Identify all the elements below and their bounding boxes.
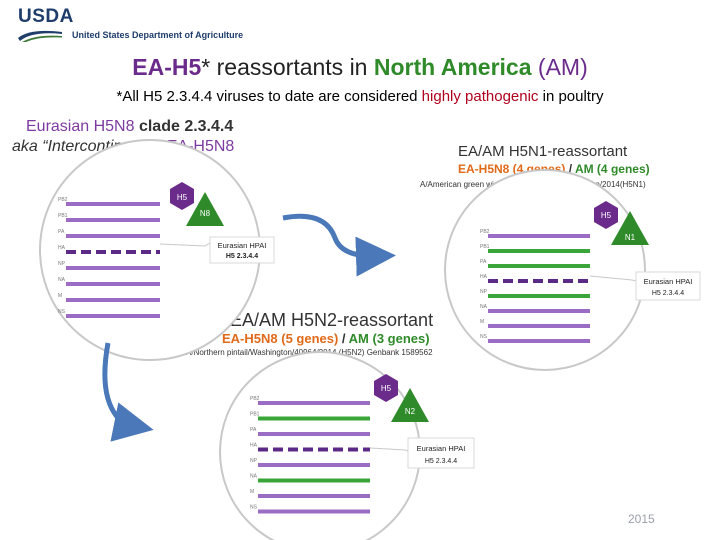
eurasian-segment-label-pb2: PB2 [58, 197, 68, 203]
h5n2-segment-label-ns: NS [250, 505, 258, 511]
eurasian-segment-label-pb1: PB1 [58, 213, 68, 219]
h5n1-ha-label: H5 [601, 211, 612, 220]
ha-hexagon-icon [170, 182, 194, 210]
eurasian-ha-label: H5 [177, 193, 188, 202]
h5n2-na-marker: N2 [391, 388, 429, 422]
h5n1-segment-label-ns: NS [480, 334, 488, 340]
page-subtitle: *All H5 2.3.4.4 viruses to date are cons… [0, 88, 720, 105]
h5n1-title: EA/AM H5N1-reassortant [458, 143, 628, 160]
h5n2-am-genes: AM (3 genes) [348, 331, 430, 346]
h5n1-ha-marker: H5 [594, 201, 618, 229]
ha-hexagon-icon [374, 374, 398, 402]
h5n2-callout-box [407, 437, 475, 469]
h5n1-segment-label-pb1: PB1 [480, 244, 490, 250]
eurasian-segment-label-m: M [58, 293, 62, 299]
usda-logo-text: USDA [18, 6, 74, 27]
h5n1-segment-label-pa: PA [480, 259, 487, 265]
h5n2-segment-label-m: M [250, 489, 254, 495]
page-title: EA-H5* reassortants in North America (AM… [0, 54, 720, 81]
eurasian-segment-label-ns: NS [58, 309, 66, 315]
subtitle-highlight: highly pathogenic [421, 88, 539, 105]
eurasian-heading-b: clade 2.3.4.4 [138, 118, 234, 135]
na-triangle-icon [391, 388, 429, 422]
ha-hexagon-icon [594, 201, 618, 229]
h5n2-callout-line2: H5 2.3.4.4 [425, 458, 457, 465]
h5n1-na-marker: N1 [611, 211, 649, 245]
title-am: (AM) [531, 54, 588, 80]
eurasian-na-label: N8 [200, 209, 211, 218]
h5n2-na-label: N2 [405, 407, 416, 416]
eurasian-callout-line2: H5 2.3.4.4 [226, 253, 258, 260]
h5n2-gene-split: EA-H5N8 (5 genes) / AM (3 genes) [222, 331, 430, 346]
h5n1-segment-label-pb2: PB2 [480, 229, 490, 235]
h5n2-segment-label-pa: PA [250, 427, 257, 433]
arrow-to-h5n1-icon [282, 213, 396, 277]
eurasian-heading-a: Eurasian H5N8 [26, 118, 139, 135]
na-triangle-icon [611, 211, 649, 245]
h5n2-segment-label-np: NP [250, 458, 258, 464]
h5n1-segment-label-ha: HA [480, 274, 488, 280]
usda-department-text: United States Department of Agriculture [72, 30, 244, 40]
eurasian-callout-box [209, 236, 275, 264]
h5n2-ha-label: H5 [381, 384, 392, 393]
na-triangle-icon [186, 192, 224, 226]
h5n2-segment-label-pb1: PB1 [250, 412, 260, 418]
h5n1-segment-label-na: NA [480, 304, 488, 310]
subtitle-text-b: in poultry [538, 88, 604, 105]
h5n1-sep: / [565, 162, 575, 176]
eurasian-heading: Eurasian H5N8 clade 2.3.4.4 [26, 118, 233, 136]
h5n2-segment-label-pb2: PB2 [250, 396, 260, 402]
footer-year: 2015 [628, 512, 655, 526]
h5n1-callout-line2: H5 2.3.4.4 [652, 290, 684, 297]
eurasian-segment-label-np: NP [58, 261, 66, 267]
eurasian-segment-label-pa: PA [58, 229, 65, 235]
h5n2-sep: / [338, 331, 349, 346]
usda-swoosh-icon [18, 30, 62, 42]
eurasian-segment-label-na: NA [58, 277, 66, 283]
eurasian-ha-marker: H5 [170, 182, 194, 210]
eurasian-na-marker: N8 [186, 192, 224, 226]
h5n1-segment-label-m: M [480, 319, 484, 325]
h5n1-am-genes: AM (4 genes) [574, 162, 650, 176]
subtitle-text-a: *All H5 2.3.4.4 viruses to date are cons… [116, 88, 422, 105]
title-reassortants: * reassortants in [201, 54, 374, 80]
arrow-to-h5n2-icon [102, 342, 154, 442]
h5n1-callout-line1: Eurasian HPAI [644, 277, 693, 286]
h5n2-segment-label-ha: HA [250, 443, 258, 449]
h5n1-na-label: N1 [625, 233, 636, 242]
h5n2-ha-marker: H5 [374, 374, 398, 402]
usda-logo: USDA United States Department of Agricul… [18, 6, 278, 46]
h5n1-callout-box [635, 271, 701, 301]
h5n2-segment-label-na: NA [250, 474, 258, 480]
title-ea-h5: EA-H5 [132, 54, 202, 80]
h5n1-segment-label-np: NP [480, 289, 488, 295]
h5n2-ea-genes: EA-H5N8 (5 genes) [222, 331, 339, 346]
eurasian-segment-label-ha: HA [58, 245, 66, 251]
title-north-america: North America [373, 54, 532, 80]
h5n2-title: EA/AM H5N2-reassortant [230, 310, 434, 330]
h5n2-callout-line1: Eurasian HPAI [417, 444, 466, 453]
eurasian-callout-line1: Eurasian HPAI [218, 241, 267, 250]
